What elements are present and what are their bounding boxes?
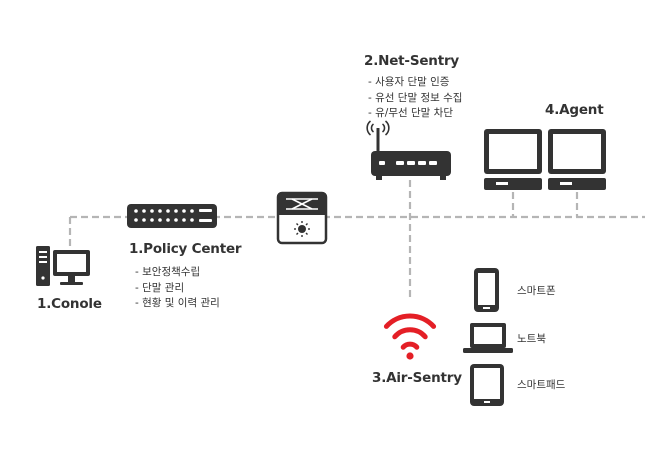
- net-sentry-feature-list: 사용자 단말 인증 유선 단말 정보 수집 유/무선 단말 차단: [368, 75, 462, 122]
- smartphone-label: 스마트폰: [517, 285, 556, 297]
- policy-center-title: 1.Policy Center: [129, 241, 242, 257]
- monitor-icon: [484, 129, 542, 190]
- smartphone-icon: [474, 268, 499, 312]
- tablet-icon: [470, 364, 504, 406]
- firewall-router-icon: [276, 191, 328, 245]
- feature-item: 사용자 단말 인증: [368, 75, 462, 91]
- connection-lines: [68, 180, 645, 300]
- wifi-dot: [406, 352, 414, 360]
- agent-title: 4.Agent: [545, 102, 604, 118]
- wifi-signal-icon: [383, 313, 437, 350]
- feature-item: 유/무선 단말 차단: [368, 106, 462, 122]
- console-title: 1.Conole: [37, 296, 102, 312]
- policy-center-feature-list: 보안정책수립 단말 관리 현황 및 이력 관리: [135, 265, 220, 312]
- feature-item: 단말 관리: [135, 281, 220, 297]
- feature-item: 현황 및 이력 관리: [135, 296, 220, 312]
- desktop-pc-icon: [36, 246, 90, 286]
- monitor-icon: [548, 129, 606, 190]
- air-sentry-title: 3.Air-Sentry: [372, 370, 462, 386]
- laptop-icon: [463, 323, 513, 353]
- feature-item: 유선 단말 정보 수집: [368, 91, 462, 107]
- laptop-label: 노트북: [517, 333, 546, 345]
- net-sentry-title: 2.Net-Sentry: [364, 53, 460, 69]
- feature-item: 보안정책수립: [135, 265, 220, 281]
- tablet-label: 스마트패드: [517, 379, 566, 391]
- network-switch-icon: [127, 204, 217, 228]
- wireless-router-icon: [366, 120, 451, 180]
